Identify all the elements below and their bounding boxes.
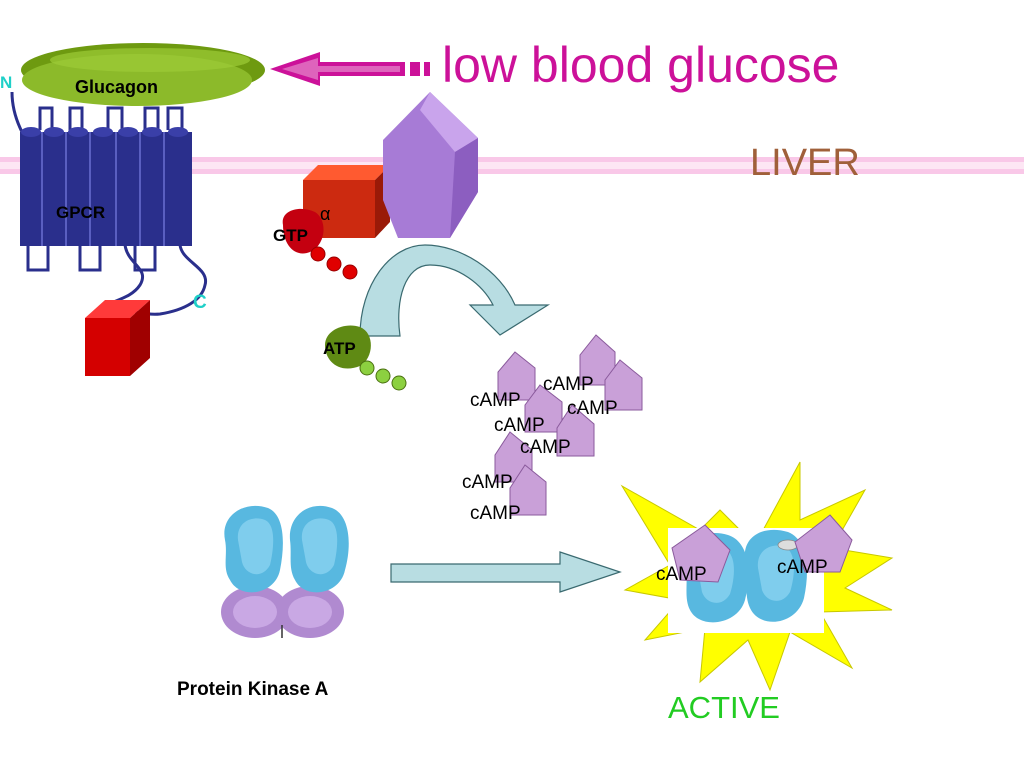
c-terminus-label: C bbox=[193, 292, 207, 313]
alpha-label: α bbox=[320, 204, 330, 224]
alpha-subunit bbox=[383, 92, 478, 238]
liver-label: LIVER bbox=[750, 142, 860, 184]
glucagon-label: Glucagon bbox=[75, 77, 158, 97]
gpcr-loops bbox=[26, 106, 184, 272]
camp-cluster-shapes bbox=[494, 334, 643, 516]
gpcr-label: GPCR bbox=[56, 203, 105, 222]
camp-label: cAMP bbox=[470, 503, 521, 524]
atp-molecule bbox=[325, 325, 407, 391]
page-title: low blood glucose bbox=[442, 37, 840, 93]
camp-label: cAMP bbox=[520, 437, 571, 458]
camp-label: cAMP bbox=[494, 415, 545, 436]
n-terminus-label: N bbox=[0, 73, 12, 92]
atp-to-camp-arrow bbox=[359, 244, 551, 337]
gpcr-receptor bbox=[20, 127, 192, 246]
camp-cluster-labels: cAMP cAMP cAMP cAMP cAMP cAMP cAMP bbox=[462, 374, 618, 524]
atp-label: ATP bbox=[323, 339, 356, 358]
camp-label: cAMP bbox=[462, 472, 513, 493]
n-terminus-tail bbox=[10, 91, 24, 133]
bound-camp-label: cAMP bbox=[777, 557, 828, 578]
camp-label: cAMP bbox=[470, 390, 521, 411]
cell-membrane-inner bbox=[0, 162, 1024, 169]
camp-label: cAMP bbox=[567, 398, 618, 419]
glucagon-ligand bbox=[21, 43, 265, 106]
protein-kinase-a-inactive bbox=[221, 505, 349, 638]
activation-arrow bbox=[390, 551, 622, 593]
inactive-g-protein-cube bbox=[85, 300, 150, 376]
camp-label: cAMP bbox=[543, 374, 594, 395]
bound-camp-shapes bbox=[671, 514, 853, 583]
active-label: ACTIVE bbox=[668, 690, 780, 725]
bound-camp-label: cAMP bbox=[656, 564, 707, 585]
gtp-molecule bbox=[282, 208, 358, 280]
protein-kinase-a-label: Protein Kinase A bbox=[177, 679, 329, 700]
glucose-signal-arrow bbox=[270, 52, 430, 86]
gtp-label: GTP bbox=[273, 226, 308, 245]
